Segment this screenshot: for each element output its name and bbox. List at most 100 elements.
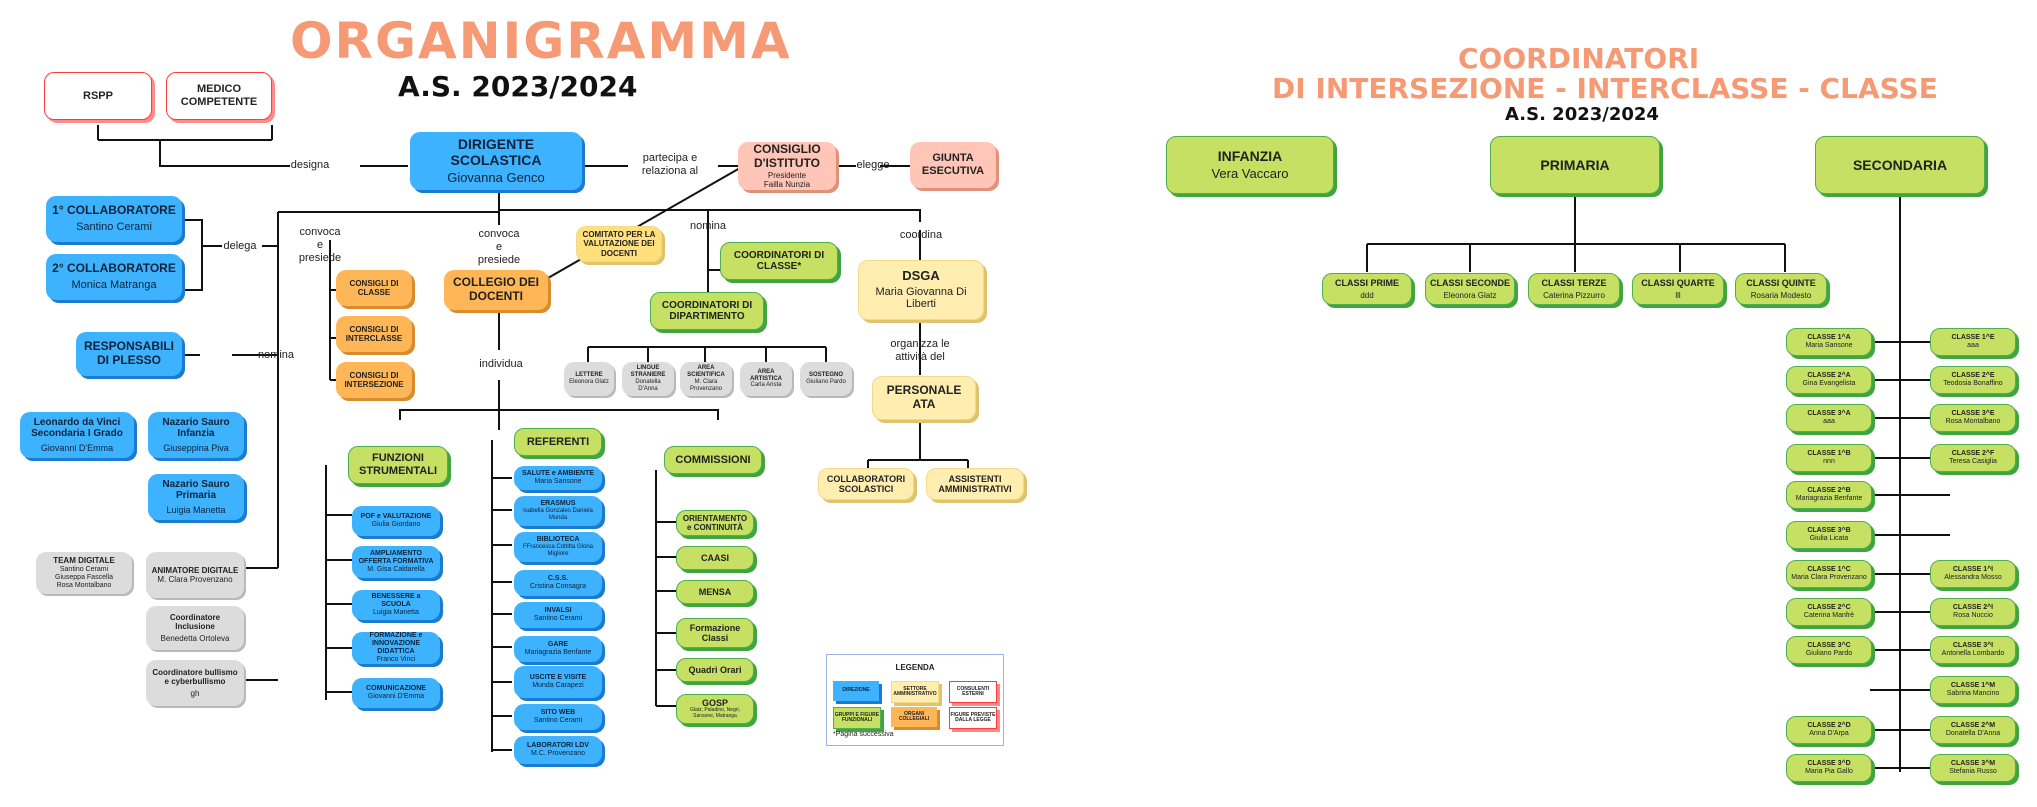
primaria-classe-name: Caterina Pizzurro <box>1543 290 1605 300</box>
collab1-name: Santino Cerami <box>76 221 152 234</box>
collegio-box: COLLEGIO DEI DOCENTI <box>444 270 548 310</box>
giunta-box: GIUNTA ESECUTIVA <box>910 142 996 188</box>
label-designa: designa <box>290 159 330 171</box>
secondaria-box: SECONDARIA <box>1815 136 1985 194</box>
referente-name: Cristina Consagra <box>529 583 587 590</box>
collab-scol-label: COLLABORATORI SCOLASTICI <box>826 473 906 494</box>
assistenti-label: ASSISTENTI AMMINISTRATIVI <box>938 473 1012 494</box>
referenti-box: REFERENTI <box>514 428 602 456</box>
referente-title: GARE <box>547 640 569 648</box>
plesso-davinci-box: Leonardo da Vinci Secondaria I Grado Gio… <box>20 412 134 458</box>
referente-title: C.S.S. <box>547 574 569 582</box>
collab1-title: 1° COLLABORATORE <box>52 203 176 218</box>
referente-title: BIBLIOTECA <box>536 536 580 544</box>
inclusione-name: Benedetta Ortoleva <box>160 634 230 644</box>
sec-classe-name: Stefania Russo <box>1949 768 1997 775</box>
team-n2: Giuseppa Fascella <box>55 573 113 581</box>
plesso1-name: Giovanni D'Emma <box>40 442 114 453</box>
assistenti-box: ASSISTENTI AMMINISTRATIVI <box>926 468 1024 500</box>
sec-classe-title: CLASSE 3^E <box>1951 409 1995 417</box>
plesso3-title: Nazario Sauro Primaria <box>162 478 230 502</box>
funzione-title: COMUNICAZIONE <box>366 684 426 692</box>
legend-direzione: DIREZIONE <box>833 681 879 701</box>
medico-label: MEDICO COMPETENTE <box>180 83 258 108</box>
sec-classe-title: CLASSE 2^A <box>1807 371 1851 379</box>
collab2-title: 2° COLLABORATORE <box>52 261 176 276</box>
sec-classe-title: CLASSE 1^B <box>1807 449 1851 457</box>
primaria-label: PRIMARIA <box>1540 156 1610 173</box>
dip-scientifica-name: M. Clara Provenzano <box>689 379 723 392</box>
dip-lettere-name: Eleonora Glatz <box>569 379 609 385</box>
funzione-title: FORMAZIONE e INNOVAZIONE DIDATTICA <box>369 631 423 655</box>
label-nomina-coord: nomina <box>689 220 727 232</box>
referente-name: Santino Cerami <box>533 717 583 724</box>
legend-title: LEGENDA <box>895 663 935 672</box>
primaria-classe-title: CLASSI QUINTE <box>1746 278 1816 289</box>
dip-lingue-title: LINGUE STRANIERE <box>630 365 666 379</box>
dsga-name: Maria Giovanna Di Liberti <box>875 285 967 311</box>
label-convoca-consigli: convoca e presiede <box>298 226 342 265</box>
animatore-box: ANIMATORE DIGITALE M. Clara Provenzano <box>146 552 244 598</box>
consigli-classe-box: CONSIGLI DI CLASSE <box>336 270 412 306</box>
sec-classe-title: CLASSE 3^A <box>1807 409 1851 417</box>
sec-classe-title: CLASSE 2^D <box>1807 721 1851 729</box>
sec-classe-name: aaa <box>1967 342 1979 349</box>
legend-organi: ORGANI COLLEGIALI <box>891 707 937 727</box>
plesso2-name: Giuseppina Piva <box>163 442 229 453</box>
label-nomina-resp: nomina <box>257 349 295 361</box>
referente-name: FFrancesca Cottitta Gloria Migliore <box>522 544 594 558</box>
funzioni-box: FUNZIONI STRUMENTALI <box>348 446 448 484</box>
inclusione-box: Coordinatore Inclusione Benedetta Ortole… <box>146 606 244 650</box>
plesso-infanzia-box: Nazario Sauro Infanzia Giuseppina Piva <box>148 412 244 458</box>
commissione-item: CAASI <box>676 546 754 570</box>
legend-note: *Pagina successiva <box>833 731 894 738</box>
funzione-name: M. Gisa Caldarella <box>367 566 425 574</box>
resp-label: RESPONSABILI DI PLESSO <box>83 339 174 367</box>
sec-classe-name: Maria Pia Gallo <box>1805 768 1853 775</box>
commissione-title: Formazione Classi <box>689 622 741 643</box>
coord-classe-box: COORDINATORI DI CLASSE* <box>720 242 838 280</box>
plesso1-title: Leonardo da Vinci Secondaria I Grado <box>31 416 123 440</box>
consigli-intersezione-box: CONSIGLI DI INTERSEZIONE <box>336 362 412 398</box>
coord-title-1: COORDINATORI <box>1458 42 1700 75</box>
sec-classe-title: CLASSE 3^I <box>1952 641 1994 649</box>
team-title: TEAM DIGITALE <box>53 556 115 566</box>
consiglio-sub2: Failla Nunzia <box>763 179 811 189</box>
coord-title-2: DI INTERSEZIONE - INTERCLASSE - CLASSE <box>1272 72 1938 105</box>
team-n3: Rosa Montalbano <box>56 581 112 589</box>
legend-consulenti: CONSULENTI ESTERNI <box>949 681 997 703</box>
primaria-classe-title: CLASSI SECONDE <box>1430 278 1511 289</box>
dip-sostegno-name: Giuliano Pardo <box>806 379 846 385</box>
commissione-item: Quadri Orari <box>676 658 754 682</box>
bullismo-box: Coordinatore bullismo e cyberbullismo gh <box>146 660 244 706</box>
collaboratore1-box: 1° COLLABORATORE Santino Cerami <box>46 196 182 242</box>
sec-classe-title: CLASSE 3^B <box>1807 526 1851 534</box>
sec-classe-name: Rosa Montalbano <box>1945 418 2001 425</box>
consiglio-sub1: Presidente <box>767 170 807 180</box>
referente-title: INVALSI <box>544 606 572 614</box>
label-delega: delega <box>223 240 257 252</box>
commissione-title: Quadri Orari <box>688 664 742 675</box>
primaria-classe-title: CLASSI PRIME <box>1334 278 1399 289</box>
org-year: A.S. 2023/2024 <box>398 70 638 103</box>
